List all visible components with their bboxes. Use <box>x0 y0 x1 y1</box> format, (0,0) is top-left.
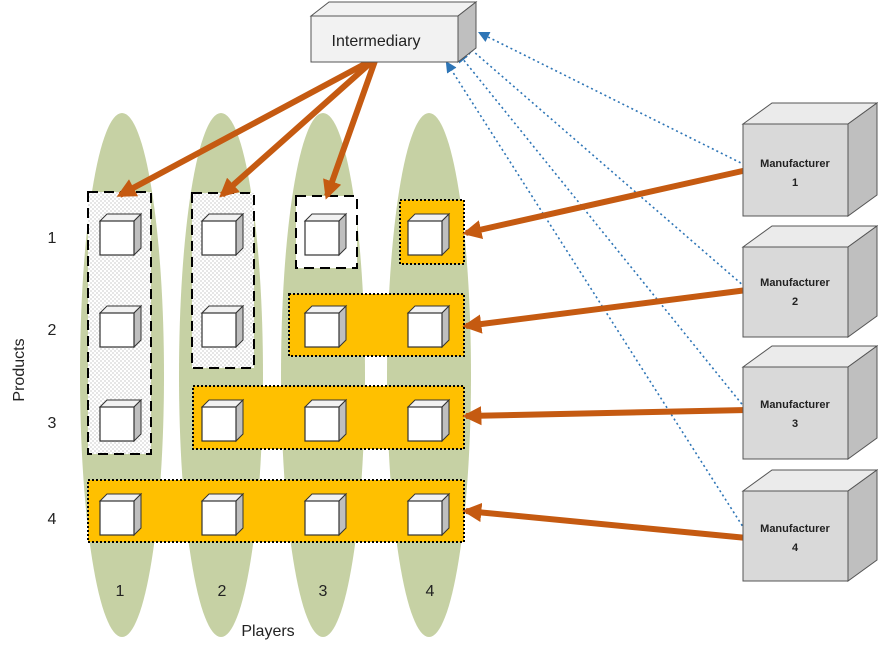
manufacturer-1-arrow <box>462 167 748 240</box>
dotted-links <box>445 31 746 531</box>
manufacturer-3-arrow <box>462 406 748 426</box>
manufacturer-4-box: Manufacturer 4 <box>741 469 878 582</box>
dotted-link-manufacturer-2 <box>464 43 746 288</box>
manufacturer-2-number: 2 <box>792 296 798 308</box>
player-label-4: 4 <box>426 583 435 600</box>
intermediary-arrow-player-3 <box>323 56 379 200</box>
player-3-ellipse <box>281 113 365 637</box>
product-label-2: 2 <box>48 322 57 339</box>
product-cube-player-1-product-3 <box>98 398 143 443</box>
intermediary-arrow-player-2 <box>219 55 378 198</box>
dotted-link-manufacturer-4 <box>445 61 746 531</box>
manufacturer-3-box: Manufacturer 3 <box>741 345 878 460</box>
product-cube-player-4-product-2 <box>406 304 451 349</box>
dotted-link-manufacturer-1 <box>477 31 746 166</box>
product-label-3: 3 <box>48 415 57 432</box>
player-label-2: 2 <box>218 583 227 600</box>
player-label-1: 1 <box>116 583 125 600</box>
manufacturer-1-number: 1 <box>792 177 798 189</box>
product-cube-player-3-product-1 <box>303 212 348 257</box>
intermediary-box: Intermediary <box>309 0 478 64</box>
manufacturer-2-box: Manufacturer 2 <box>741 225 878 338</box>
product-cube-player-2-product-3 <box>200 398 245 443</box>
product-cube-player-4-product-1 <box>406 212 451 257</box>
product-cube-player-2-product-2 <box>200 304 245 349</box>
manufacturer-2-name: Manufacturer <box>760 277 830 289</box>
player-4-ellipse <box>387 113 471 637</box>
player-label-3: 3 <box>319 583 328 600</box>
manufacturer-4-name: Manufacturer <box>760 523 830 535</box>
product-cubes <box>98 212 451 537</box>
product-cube-player-2-product-4 <box>200 492 245 537</box>
manufacturer-4-group <box>87 479 465 543</box>
manufacturer-4-arrow <box>462 502 748 541</box>
intermediary-arrows <box>116 55 379 200</box>
dotted-link-manufacturer-3 <box>456 51 746 409</box>
product-label-4: 4 <box>48 511 57 528</box>
manufacturer-1-name: Manufacturer <box>760 158 830 170</box>
product-cube-player-2-product-1 <box>200 212 245 257</box>
intermediary-label: Intermediary <box>332 33 421 50</box>
product-cube-player-1-product-1 <box>98 212 143 257</box>
manufacturer-arrows <box>462 167 748 541</box>
product-cube-player-3-product-2 <box>303 304 348 349</box>
product-cube-player-3-product-4 <box>303 492 348 537</box>
y-axis-label: Products <box>11 338 28 401</box>
product-cube-player-1-product-4 <box>98 492 143 537</box>
product-cube-player-3-product-3 <box>303 398 348 443</box>
product-cube-player-1-product-2 <box>98 304 143 349</box>
player-2-ellipse <box>179 113 263 637</box>
manufacturer-2-arrow <box>462 287 748 334</box>
manufacturer-4-number: 4 <box>792 542 799 554</box>
manufacturer-3-number: 3 <box>792 418 798 430</box>
manufacturer-3-name: Manufacturer <box>760 399 830 411</box>
x-axis-label: Players <box>241 623 294 640</box>
product-cube-player-4-product-3 <box>406 398 451 443</box>
intermediary-arrow-player-1 <box>116 55 378 198</box>
manufacturer-1-box: Manufacturer 1 <box>741 102 878 217</box>
product-cube-player-4-product-4 <box>406 492 451 537</box>
product-label-1: 1 <box>48 230 57 247</box>
